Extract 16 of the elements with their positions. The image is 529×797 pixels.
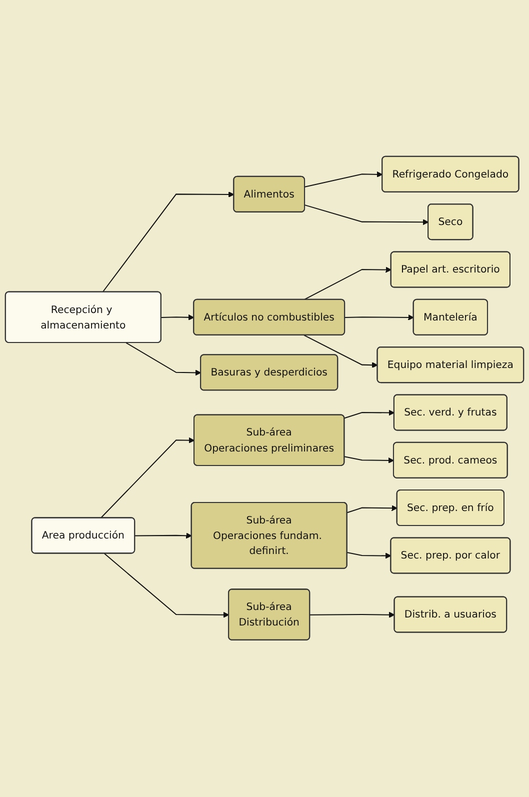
arrow — [347, 552, 392, 560]
arrow — [310, 612, 395, 618]
arrow — [100, 438, 195, 519]
arrow — [304, 267, 392, 301]
arrow — [304, 335, 378, 368]
arrow — [161, 314, 194, 321]
arrow — [344, 410, 395, 419]
arrow — [134, 533, 192, 539]
arrow — [344, 456, 394, 464]
arrow — [126, 342, 202, 376]
arrow — [102, 192, 234, 293]
arrow — [304, 204, 429, 226]
arrow — [104, 553, 230, 618]
arrow — [304, 172, 383, 188]
arrow — [344, 314, 414, 321]
arrow — [347, 505, 398, 514]
